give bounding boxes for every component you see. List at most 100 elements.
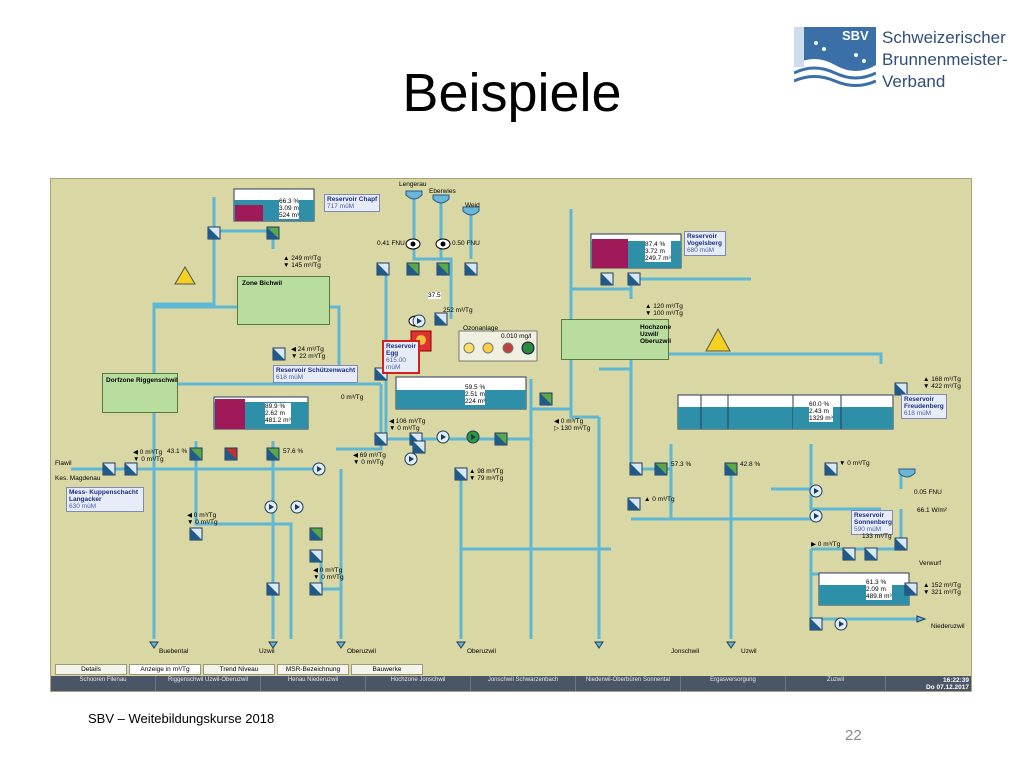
valve-icon[interactable] [904, 582, 918, 596]
fr-readout: 60.0 % 2.43 m 1329 m³ [809, 401, 833, 422]
tab-anzeige[interactable]: Anzeige in m³/Tg [129, 664, 201, 675]
pump-icon[interactable] [436, 430, 450, 444]
nav-schooren[interactable]: Schooren Filenau [51, 676, 156, 691]
fnu-2: 0.50 FNU [452, 240, 480, 247]
pump-icon[interactable] [290, 500, 304, 514]
reservoir-sonnenberg-label[interactable]: Reservoir Sonnenberg 590 müM [851, 510, 893, 535]
valve-icon[interactable] [309, 582, 323, 596]
pipe-lengerau [412, 193, 453, 319]
flow-m-0b: ▼ 0 m³/Tg [187, 519, 218, 526]
valve-icon[interactable] [824, 462, 838, 476]
res-chapf-name: Reservoir Chapf [327, 196, 378, 203]
pump-icon[interactable] [809, 484, 823, 498]
valve-icon[interactable] [189, 527, 203, 541]
valve-icon[interactable] [124, 462, 138, 476]
sbv-logo: SBV Schweizerischer Brunnenmeister- Verb… [793, 27, 1009, 93]
reservoir-egg-label[interactable]: Reservoir Egg 615.00 müM [382, 340, 420, 374]
tab-trend-niveau[interactable]: Trend Niveau [203, 664, 275, 675]
valve-icon[interactable] [224, 447, 238, 461]
valve-icon[interactable] [600, 272, 614, 286]
pump-icon[interactable] [264, 500, 278, 514]
nav-niederwil[interactable]: Niederwil-Oberbüren Sonnental [576, 676, 681, 691]
valve-icon[interactable] [376, 262, 390, 276]
pump-icon[interactable] [809, 509, 823, 523]
reservoir-freudenberg-label[interactable]: Reservoir Freudenberg 618 müM [901, 394, 947, 419]
valve-icon[interactable] [406, 262, 420, 276]
valve-icon[interactable] [102, 462, 116, 476]
vog-in: ▲ 120 m³/Tg [645, 303, 683, 310]
nav-ergas-label: Ergasversorgung [710, 677, 756, 683]
valve-icon[interactable] [627, 497, 641, 511]
pump-icon[interactable] [412, 314, 426, 328]
son-flow-0: ▶ 0 m³/Tg [811, 541, 841, 548]
egg-flow-d: ◀ 0 m³/Tg [554, 418, 584, 425]
valve-icon[interactable] [266, 226, 280, 240]
egg-flow-b: ◀ 106 m³/Tg [389, 418, 426, 425]
logo-line-2: Brunnenmeister- [882, 50, 1008, 69]
valve-icon[interactable] [629, 462, 643, 476]
tab-bauwerke[interactable]: Bauwerke [351, 664, 423, 675]
valve-icon[interactable] [309, 527, 323, 541]
warning-icon-1[interactable] [174, 266, 196, 285]
valve-icon[interactable] [309, 549, 323, 563]
flow-m-0a: ◀ 0 m³/Tg [187, 512, 217, 519]
nav-henau-label: Henau Niederuzwil [287, 677, 339, 683]
valve-icon[interactable] [434, 312, 448, 326]
valve-icon[interactable] [842, 547, 856, 561]
valve-icon[interactable] [809, 617, 823, 631]
zone-hochzone[interactable]: Hochzone Uzwil/ Oberuzwil [561, 319, 671, 360]
source-eberwies: Eberwies [429, 188, 456, 195]
valve-icon[interactable] [724, 462, 738, 476]
tank-egg [395, 376, 527, 410]
zone-riggenschwil[interactable]: Dorfzone Riggenschwil [102, 373, 178, 413]
valve-icon[interactable] [454, 467, 468, 481]
schuetz-pct: 89.9 % [265, 403, 286, 410]
view-tab-bar: Details Anzeige in m³/Tg Trend Niveau MS… [51, 663, 971, 676]
fr-vol: 1329 m³ [809, 415, 833, 422]
res-egg-elev: 615.00 müM [386, 357, 406, 371]
valve-icon[interactable] [266, 447, 280, 461]
vog-pct: 87.4 % [645, 241, 666, 248]
valve-icon[interactable] [627, 272, 641, 286]
valve-icon[interactable] [266, 582, 280, 596]
tab-msr[interactable]: MSR-Bezeichnung [277, 664, 349, 675]
valve-icon[interactable] [654, 462, 668, 476]
son-133: 133 m³/Tg [862, 533, 892, 540]
valve-icon[interactable] [864, 547, 878, 561]
nav-henau[interactable]: Henau Niederuzwil [261, 676, 366, 691]
valve-icon[interactable] [374, 432, 388, 446]
valve-icon[interactable] [436, 262, 450, 276]
valve-icon[interactable] [464, 262, 478, 276]
pump-icon[interactable] [466, 430, 480, 444]
reservoir-schuetzenwacht-label[interactable]: Reservoir Schützenwacht 618 müM [273, 365, 359, 383]
vog-vol: 249.7 m³ [645, 255, 671, 262]
nav-ergasversorgung[interactable]: Ergasversorgung [681, 676, 786, 691]
outlet-jonschwil: Jonschwil [671, 648, 700, 655]
pipe-chapf-branch [214, 229, 275, 249]
langacker-label[interactable]: Mess- Kuppenschacht Langacker 630 müM [66, 487, 144, 512]
tank-freudenberg [677, 394, 894, 430]
valve-icon[interactable] [412, 440, 426, 454]
nav-jonschwil[interactable]: Jonschwil Schwarzenbach [471, 676, 576, 691]
pipe-buebental [211, 522, 293, 639]
zone-riggenschwil-label: Dorfzone Riggenschwil [106, 377, 178, 384]
pct-573: 57.3 % [671, 461, 692, 468]
tab-details[interactable]: Details [55, 664, 127, 675]
valve-icon[interactable] [272, 347, 286, 361]
valve-icon[interactable] [894, 537, 908, 551]
clock: 16:22:39 Do 07.12.2017 [926, 677, 969, 691]
nav-zuzwil[interactable]: Zuzwil [786, 676, 886, 691]
nav-hochzone[interactable]: Hochzone Jonschwil [366, 676, 471, 691]
zone-bichwil[interactable]: Zone Bichwil [237, 276, 330, 325]
pump-icon[interactable] [834, 617, 848, 631]
valve-icon[interactable] [189, 447, 203, 461]
reservoir-voegelsberg-label[interactable]: Reservoir Vogelsberg 680 müM [684, 231, 726, 256]
valve-icon[interactable] [494, 432, 508, 446]
pump-icon[interactable] [404, 452, 418, 466]
warning-icon-2[interactable] [705, 327, 731, 352]
valve-icon[interactable] [539, 392, 553, 406]
valve-icon[interactable] [207, 226, 221, 240]
nav-riggenschwil[interactable]: Riggenschwil Uzwil-Oberuzwil [156, 676, 261, 691]
pump-icon[interactable] [312, 462, 326, 476]
reservoir-chapf-label[interactable]: Reservoir Chapf 717 müM [324, 194, 381, 212]
